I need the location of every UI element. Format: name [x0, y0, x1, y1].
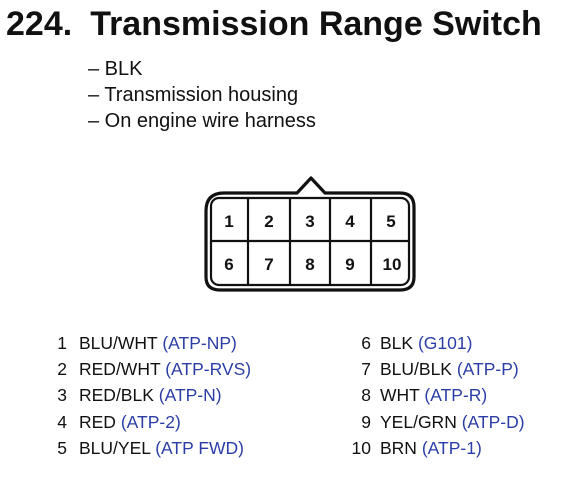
pin-number: 9: [361, 411, 371, 432]
pin-label-8: 8: [305, 255, 314, 274]
pin-number: 2: [57, 359, 67, 380]
pin-number: 8: [361, 385, 371, 406]
signal-name: (ATP-D): [461, 411, 525, 432]
signal-name: (G101): [417, 333, 473, 353]
wire-color: RED/BLK: [79, 385, 154, 406]
signal-name: (ATP-1): [421, 437, 482, 458]
connector-color: – BLK: [88, 58, 143, 80]
pin-label-1: 1: [224, 212, 233, 231]
wire-color: WHT: [380, 385, 420, 406]
pin-numbers: 1 2 3 4 5 6 7 8 9 10: [224, 212, 401, 274]
pin-label-6: 6: [224, 255, 233, 274]
component-details: – BLK – Transmission housing – On engine…: [88, 56, 316, 134]
pin-number: 7: [361, 359, 371, 380]
wire-color: RED/WHT: [79, 359, 161, 380]
pin-label-2: 2: [264, 212, 273, 231]
pin-label-10: 10: [383, 255, 402, 274]
signal-name: (ATP-NP): [162, 333, 237, 353]
wire-color: BLU/WHT: [79, 333, 158, 353]
signal-name: (ATP-R): [424, 385, 488, 406]
signal-name: (ATP-2): [120, 411, 181, 432]
signal-name: (ATP-N): [158, 385, 222, 406]
wire-color: BLU/YEL: [79, 437, 151, 458]
pin-label-9: 9: [345, 255, 354, 274]
signal-name: (ATP-P): [456, 359, 519, 380]
pin-number: 4: [57, 411, 67, 432]
wire-color: BLK: [380, 333, 414, 353]
harness-location: – On engine wire harness: [88, 110, 316, 132]
page-title: 224. Transmission Range Switch: [6, 5, 542, 44]
pin-grid: [211, 198, 409, 285]
pin-number: 1: [57, 333, 67, 353]
title-text: Transmission Range Switch: [90, 5, 542, 43]
signal-name: (ATP-RVS): [165, 359, 252, 380]
wire-color: BRN: [380, 437, 417, 458]
signal-name: (ATP FWD): [155, 437, 245, 458]
wire-color: RED: [79, 411, 116, 432]
pin-number: 3: [57, 385, 67, 406]
pin-label-7: 7: [264, 255, 273, 274]
connector-housing: [204, 176, 416, 292]
wire-color: YEL/GRN: [380, 411, 457, 432]
pin-label-3: 3: [305, 212, 314, 231]
pin-number: 6: [361, 333, 371, 353]
component-location: – Transmission housing: [88, 84, 299, 106]
pin-number: 5: [57, 437, 67, 458]
pin-label-5: 5: [386, 212, 395, 231]
wire-color: BLU/BLK: [380, 359, 452, 380]
title-number: 224.: [6, 5, 73, 43]
pin-number: 10: [351, 437, 371, 458]
pin-label-4: 4: [345, 212, 355, 231]
